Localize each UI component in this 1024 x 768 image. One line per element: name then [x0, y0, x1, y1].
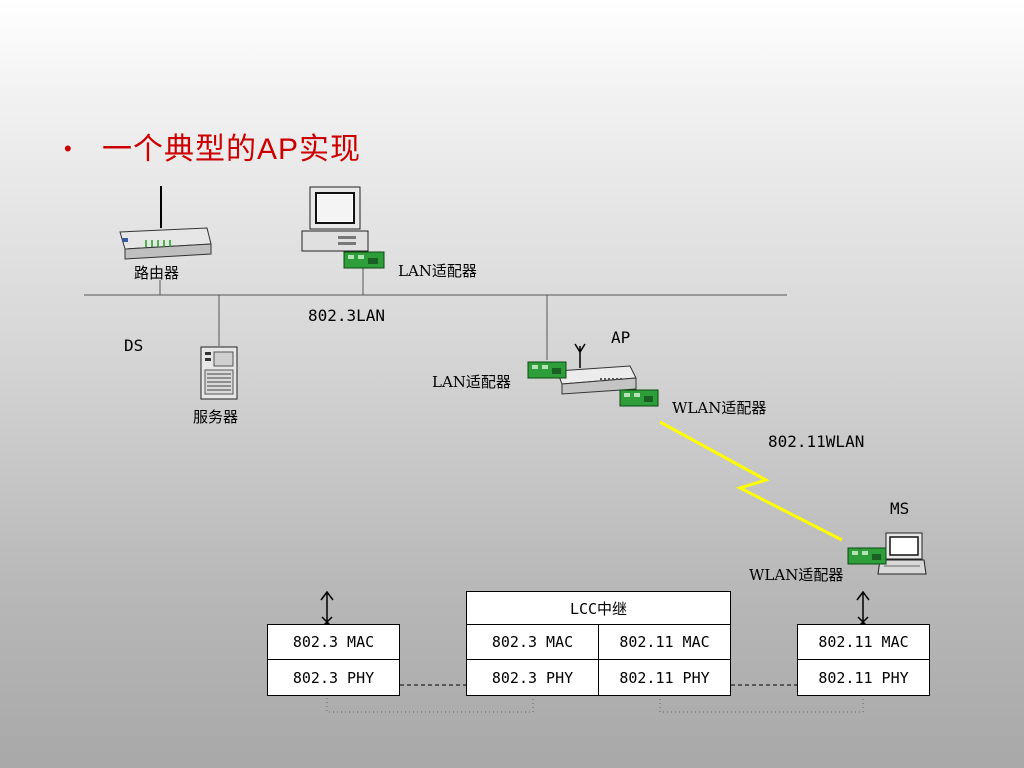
- left-stack-arrow-icon: [320, 590, 334, 628]
- relay-cell: LCC中继: [466, 591, 731, 625]
- laptop-icon: [877, 532, 927, 575]
- ms-nic-icon: [847, 547, 887, 565]
- wireless-link-icon: [659, 420, 843, 542]
- ap-wlan-adapter-label: WLAN适配器: [672, 399, 767, 417]
- pc-nic-icon: [343, 251, 385, 269]
- ap-right-phy: 802.11 PHY: [598, 659, 731, 696]
- ap-left-phy: 802.3 PHY: [466, 659, 599, 696]
- right-stack-phy: 802.11 PHY: [797, 659, 930, 696]
- router-icon: [119, 186, 212, 260]
- right-stack-mac: 802.11 MAC: [797, 624, 930, 660]
- ap-right-mac: 802.11 MAC: [598, 624, 731, 660]
- left-stack-phy: 802.3 PHY: [267, 659, 400, 696]
- ms-wlan-adapter-label: WLAN适配器: [749, 566, 844, 584]
- ms-label: MS: [890, 499, 910, 518]
- ap-left-mac: 802.3 MAC: [466, 624, 599, 660]
- ap-lan-adapter-label: LAN适配器: [432, 373, 511, 391]
- router-label: 路由器: [134, 264, 180, 282]
- ap-wlan-nic-icon: [619, 389, 659, 407]
- server-label: 服务器: [193, 408, 239, 426]
- ap-lan-nic-icon: [527, 361, 567, 379]
- server-icon: [200, 346, 238, 400]
- bullet-marker: •: [64, 136, 72, 161]
- left-stack-mac: 802.3 MAC: [267, 624, 400, 660]
- lan-label: 802.3LAN: [308, 306, 386, 325]
- ds-label: DS: [124, 336, 144, 355]
- pc-icon: [301, 186, 369, 252]
- ap-icon: [556, 343, 637, 395]
- pc-adapter-label: LAN适配器: [398, 262, 477, 280]
- ap-label: AP: [611, 328, 631, 347]
- wlan-label: 802.11WLAN: [768, 432, 865, 451]
- right-stack-arrow-icon: [856, 590, 870, 628]
- slide-title: 一个典型的AP实现: [102, 133, 362, 166]
